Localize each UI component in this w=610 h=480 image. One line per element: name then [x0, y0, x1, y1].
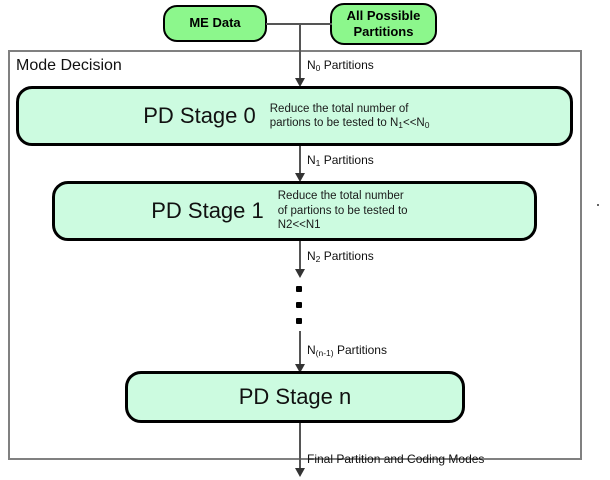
arrowhead-output — [295, 468, 305, 477]
pd-stage-1-note-line3: N2<<N1 — [277, 219, 321, 232]
mode-decision-label: Mode Decision — [14, 57, 124, 75]
edge-label-nn1: N(n-1) Partitions — [307, 343, 387, 358]
pd-stage-1-note-line1: Reduce the total number — [277, 190, 404, 203]
edge-label-n0-post: Partitions — [320, 58, 374, 72]
arrowhead-to-dots — [295, 269, 305, 278]
arrowhead-to-stage0 — [295, 78, 305, 87]
connector-dots-to-stagen — [299, 331, 301, 371]
pd-stage-1-note-line2: of partions to be tested to — [277, 204, 408, 217]
pd-stage-1-box[interactable]: PD Stage 1 Reduce the total number of pa… — [52, 181, 537, 241]
output-label: Final Partition and Coding Modes — [307, 452, 485, 466]
ellipsis-dot-2 — [296, 302, 302, 308]
connector-stagen-to-output — [299, 423, 301, 471]
edge-label-n2-pre: N — [307, 249, 316, 263]
edge-label-n0-sub: 0 — [315, 63, 321, 73]
edge-label-nn1-pre: N — [307, 343, 316, 357]
edge-label-n1-post: Partitions — [320, 153, 374, 167]
all-possible-partitions-line1: All Possible — [346, 7, 421, 23]
arrowhead-to-stage1 — [295, 173, 305, 182]
connector-stage1-to-dots — [299, 241, 301, 273]
pd-stage-0-box[interactable]: PD Stage 0 Reduce the total number of pa… — [16, 86, 573, 146]
me-data-box[interactable]: ME Data — [163, 5, 267, 42]
arrowhead-to-stagen — [295, 364, 305, 373]
pd-stage-1-note: Reduce the total number of partions to b… — [278, 189, 438, 232]
pd-stage-0-note-line1: Reduce the total number of — [269, 102, 409, 115]
mode-decision-container — [8, 50, 582, 460]
all-possible-partitions-line2: Partitions — [353, 24, 414, 39]
pd-stage-n-title: PD Stage n — [238, 384, 352, 409]
ellipsis-dot-1 — [296, 286, 302, 292]
all-possible-partitions-box[interactable]: All Possible Partitions — [330, 3, 437, 45]
pd-stage-0-title: PD Stage 0 — [143, 103, 256, 128]
edge-label-n0: N0 Partitions — [307, 58, 374, 73]
edge-label-n2-sub: 2 — [315, 254, 321, 264]
all-possible-partitions-label: All Possible Partitions — [347, 8, 421, 41]
ellipsis-dot-3 — [296, 318, 302, 324]
edge-label-nn1-post: Partitions — [333, 343, 387, 357]
connector-stage0-to-stage1 — [299, 146, 301, 176]
edge-label-n2-post: Partitions — [320, 249, 374, 263]
edge-label-n1-pre: N — [307, 153, 316, 167]
pd-stage-0-note-line2: partions to be tested to N1<<N0 — [269, 117, 430, 130]
pd-stage-n-box[interactable]: PD Stage n — [125, 371, 465, 423]
edge-label-nn1-sub: (n-1) — [315, 348, 334, 358]
edge-label-n1: N1 Partitions — [307, 153, 374, 168]
pd-stage-0-note: Reduce the total number of partions to b… — [270, 102, 446, 131]
edge-label-n0-pre: N — [307, 58, 316, 72]
connector-sources-to-stage0 — [299, 24, 301, 80]
edge-label-n2: N2 Partitions — [307, 249, 374, 264]
me-data-label: ME Data — [189, 15, 241, 31]
pd-stage-1-title: PD Stage 1 — [151, 198, 264, 223]
stray-mark — [597, 204, 599, 206]
edge-label-n1-sub: 1 — [315, 158, 321, 168]
